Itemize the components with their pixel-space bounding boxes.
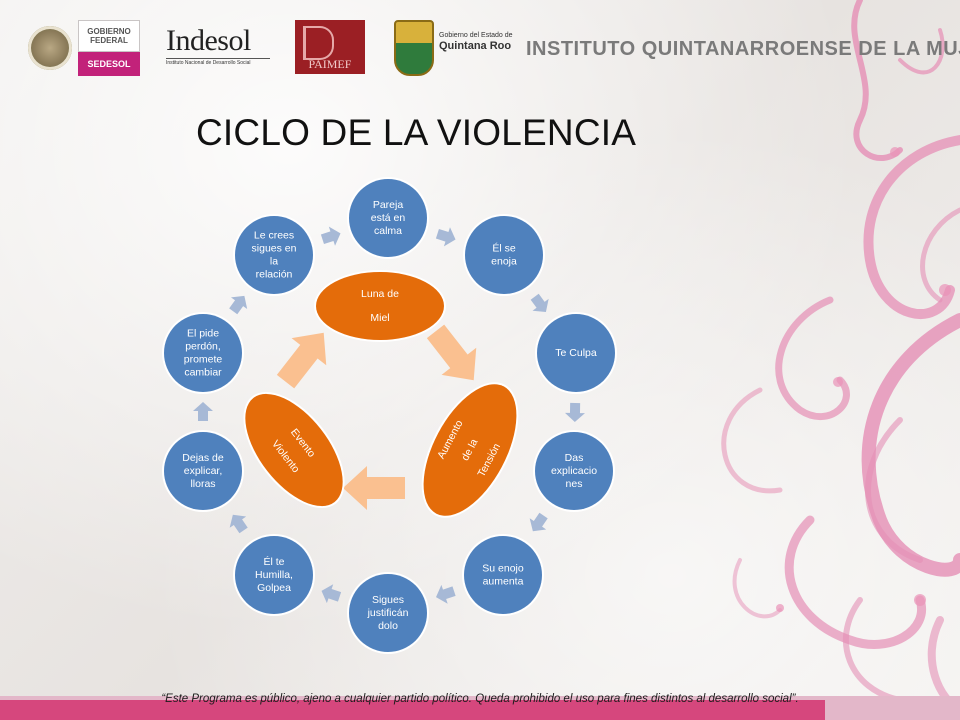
cycle-node xyxy=(537,314,615,392)
indesol-logo: Indesol Instituto Nacional de Desarrollo… xyxy=(166,26,270,66)
quintana-roo-shield-icon xyxy=(394,20,434,76)
indesol-name: Indesol xyxy=(166,24,251,57)
cycle-node xyxy=(349,574,427,652)
connector-arrow-icon xyxy=(193,402,213,421)
paimef-label: PAIMEF xyxy=(308,57,352,71)
cycle-node xyxy=(164,432,242,510)
node-label-line: relación xyxy=(256,268,293,280)
node-label-line: Humilla, xyxy=(255,569,293,581)
connector-arrow-icon xyxy=(564,402,585,422)
node-label-line: Él te xyxy=(263,555,284,568)
sedesol-label: SEDESOL xyxy=(78,52,140,76)
footer-pink-strip xyxy=(0,700,825,720)
gob-line1: GOBIERNO xyxy=(87,27,131,36)
connector-arrow-icon xyxy=(229,514,248,534)
connector-arrow-icon xyxy=(529,512,548,532)
node-label-line: Sigues xyxy=(372,594,404,606)
qroo-line2: Quintana Roo xyxy=(439,40,512,52)
node-label-line: aumenta xyxy=(483,575,524,587)
footer-disclaimer: “Este Programa es público, ajeno a cualq… xyxy=(161,693,799,705)
node-label-line: Luna de xyxy=(361,288,399,300)
connector-arrow-icon xyxy=(321,584,342,604)
gobierno-federal-sedesol-logo: GOBIERNO FEDERAL SEDESOL xyxy=(78,20,140,76)
node-label-line: justificán xyxy=(367,607,409,619)
mexico-seal-logo xyxy=(28,26,72,70)
node-label-line: Miel xyxy=(370,312,389,324)
node-label-line: El pide xyxy=(187,327,219,339)
node-label-line: promete xyxy=(184,353,223,365)
node-label-line: Das xyxy=(565,452,584,464)
cycle-node xyxy=(235,216,313,294)
qroo-line1: Gobierno del Estado de xyxy=(439,32,513,39)
node-label-line: Su enojo xyxy=(482,562,524,574)
node-label-line: Dejas de xyxy=(182,452,224,464)
node-label-line: cambiar xyxy=(184,366,222,378)
cycle-node xyxy=(164,314,242,392)
cycle-node xyxy=(535,432,613,510)
cycle-node xyxy=(349,179,427,257)
connector-arrow-icon xyxy=(320,226,341,246)
node-label-line: dolo xyxy=(378,620,398,632)
big-arrow-to-honeymoon-icon xyxy=(276,332,327,389)
cycle-node xyxy=(464,536,542,614)
connector-arrow-icon xyxy=(530,293,549,313)
phase-ellipse xyxy=(245,393,343,507)
node-label-line: Él se xyxy=(492,241,516,254)
node-label-line: Pareja xyxy=(373,199,404,211)
footer-bar: “Este Programa es público, ajeno a cualq… xyxy=(0,693,960,720)
node-label-line: Te Culpa xyxy=(555,347,597,359)
phase-ellipse xyxy=(316,272,444,340)
cycle-node xyxy=(235,536,313,614)
institute-name: INSTITUTO QUINTANARROENSE DE LA MUJER xyxy=(526,38,960,60)
node-label-line: Golpea xyxy=(257,582,291,594)
cycle-node xyxy=(465,216,543,294)
paimef-mark-icon xyxy=(303,26,334,60)
quintana-roo-logo-text: Gobierno del Estado de Quintana Roo xyxy=(439,32,513,52)
gob-line2: FEDERAL xyxy=(90,36,128,45)
connector-arrow-icon xyxy=(436,584,456,604)
node-label-line: perdón, xyxy=(185,340,221,352)
page-title: CICLO DE LA VIOLENCIA xyxy=(196,112,637,153)
node-label: Luna de Miel xyxy=(361,288,399,324)
node-label-line: la xyxy=(270,255,278,267)
phase-ellipse xyxy=(423,384,517,516)
node-label-line: calma xyxy=(374,225,402,237)
node-label-line: enoja xyxy=(491,255,517,267)
node-label: Te Culpa xyxy=(555,347,597,359)
connector-arrow-icon xyxy=(229,295,248,315)
node-label-line: lloras xyxy=(190,478,215,490)
node-label-line: explicar, xyxy=(184,465,223,477)
node-label-line: Le crees xyxy=(254,229,294,241)
indesol-subtitle: Instituto Nacional de Desarrollo Social xyxy=(166,58,270,66)
node-label-line: sigues en xyxy=(252,242,297,254)
big-arrow-to-event-icon xyxy=(343,466,405,510)
node-label-line: explicacio xyxy=(551,465,597,477)
connector-arrow-icon xyxy=(435,227,456,247)
paimef-logo: PAIMEF xyxy=(295,20,365,74)
node-label-line: está en xyxy=(371,212,406,224)
node-label-line: nes xyxy=(566,478,583,490)
big-arrow-to-tension-icon xyxy=(426,324,477,381)
